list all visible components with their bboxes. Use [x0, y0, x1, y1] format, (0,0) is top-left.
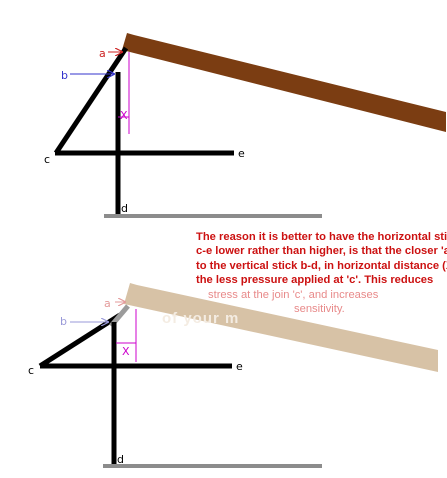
beam-top — [122, 33, 446, 132]
caption-line: sensitivity. — [294, 303, 345, 316]
label-d-top: d — [121, 202, 128, 215]
stick-c-a-bottom — [38, 312, 122, 369]
explanation-caption: The reason it is better to have the hori… — [196, 230, 447, 316]
label-b-top: b — [61, 69, 68, 82]
caption-line: c-e lower rather than higher, is that th… — [196, 245, 447, 258]
label-c-top: c — [44, 153, 50, 166]
label-b-bottom: b — [60, 315, 67, 328]
label-d-bottom: d — [117, 453, 124, 466]
bottom-diagram: of your m a b X c e d — [28, 283, 438, 468]
label-e-bottom: e — [236, 360, 243, 373]
label-x-top: X — [120, 109, 128, 122]
label-a-top: a — [99, 47, 106, 60]
beam-bottom — [124, 283, 438, 372]
caption-line: stress at the join 'c', and increases — [208, 288, 379, 301]
stick-c-a-top — [53, 46, 129, 155]
caption-line: to the vertical stick b-d, in horizontal… — [196, 259, 447, 272]
label-a-bottom: a — [104, 297, 111, 310]
watermark-text: of your m — [162, 310, 239, 327]
label-e-top: e — [238, 147, 245, 160]
label-x-bottom: X — [122, 345, 130, 358]
caption-line: The reason it is better to have the hori… — [196, 231, 447, 243]
caption-line: the less pressure applied at 'c'. This r… — [196, 274, 434, 287]
top-diagram: a b X c e d — [44, 33, 446, 218]
label-c-bottom: c — [28, 364, 34, 377]
